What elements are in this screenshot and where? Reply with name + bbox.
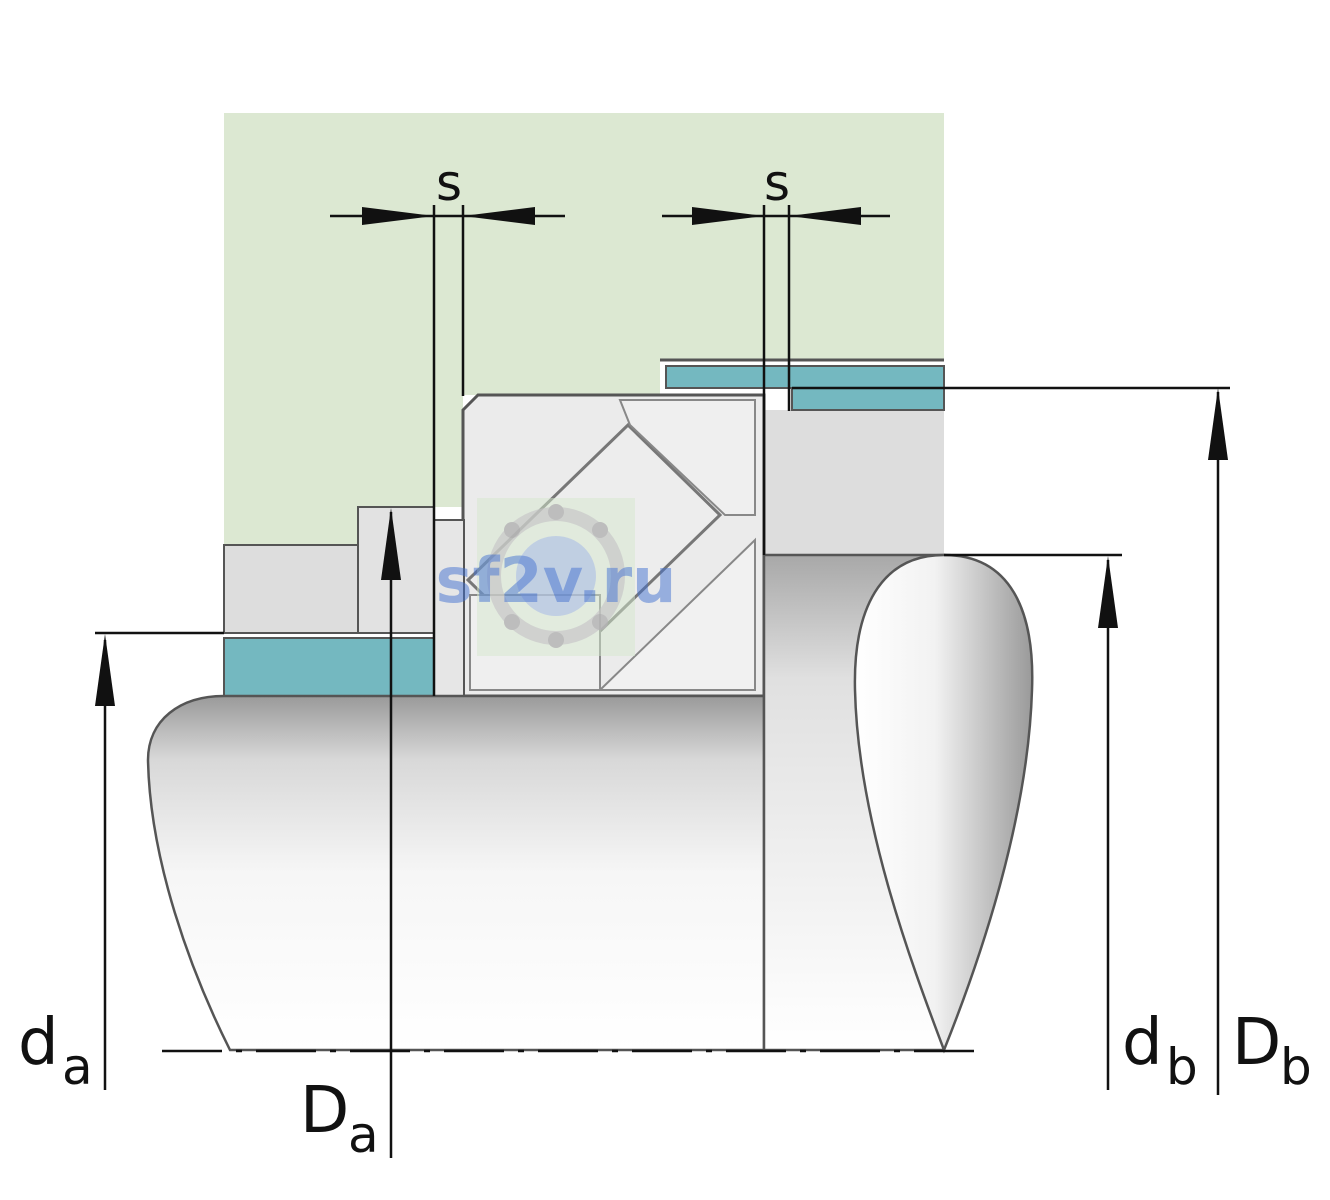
watermark: sf2v.ru <box>436 498 677 656</box>
dimension-db <box>944 553 1122 1090</box>
left-seal-strip <box>223 637 435 697</box>
left-spacer <box>223 544 359 634</box>
left-shoulder-ring <box>357 506 435 634</box>
watermark-text: sf2v.ru <box>436 544 677 617</box>
Da-label-sub: a <box>348 1106 379 1164</box>
dimension-Db <box>792 386 1230 1095</box>
Db-label-sub: b <box>1280 1038 1312 1096</box>
dimension-s-left <box>330 205 565 696</box>
db-label-sub: b <box>1166 1038 1198 1096</box>
da-label-main: d <box>18 1006 59 1080</box>
s-left-label: s <box>436 154 462 212</box>
Db-label-main: D <box>1232 1006 1281 1080</box>
roller-cage-top <box>618 399 756 516</box>
bearing-inner-ring <box>433 519 465 697</box>
shaft-body <box>146 694 766 1052</box>
bearing-icon <box>487 504 625 648</box>
dimension-s-right <box>662 205 890 555</box>
inner-race-diagonal <box>597 537 756 691</box>
Da-label-main: D <box>300 1074 349 1148</box>
s-right-label: s <box>764 154 790 212</box>
right-spacer <box>764 410 944 555</box>
dimension-da <box>95 631 224 1090</box>
da-label-sub: a <box>62 1038 93 1096</box>
db-label-main: d <box>1122 1006 1163 1080</box>
dimension-Da <box>381 508 401 1158</box>
